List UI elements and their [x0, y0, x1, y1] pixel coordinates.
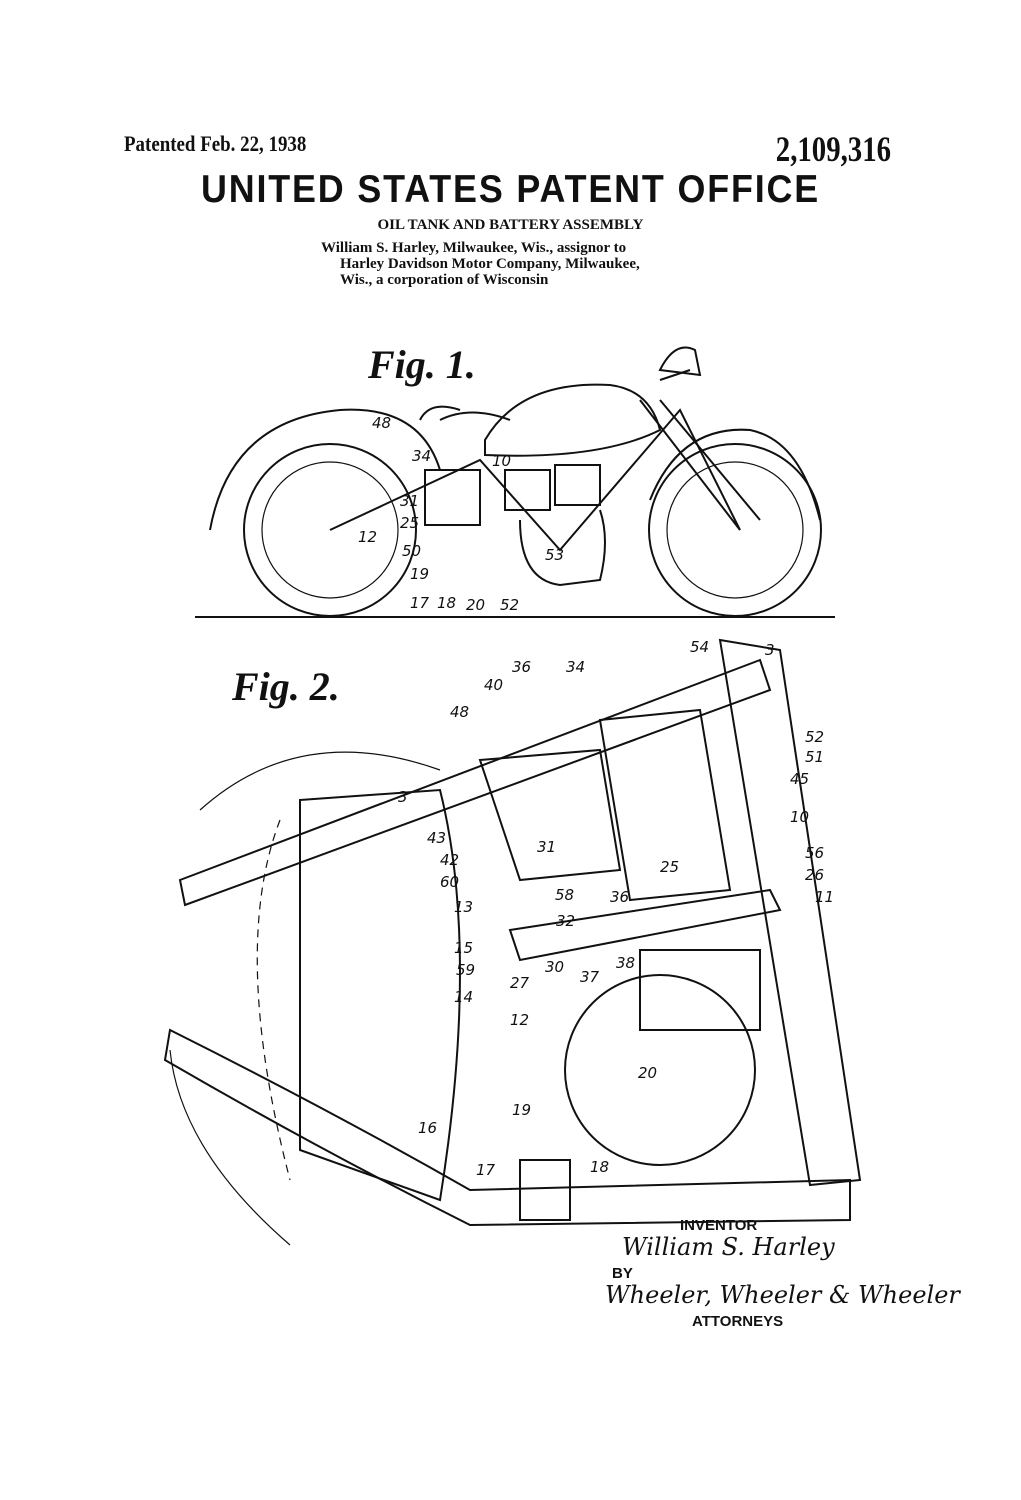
signature-block: INVENTOR William S. Harley BY Wheeler, W…	[605, 1217, 961, 1330]
inventor-signature: William S. Harley	[622, 1233, 835, 1261]
ref-numeral: 16	[418, 1119, 437, 1137]
ref-numeral: 10	[492, 452, 511, 470]
ref-numeral: 25	[660, 858, 679, 876]
figure-2: Fig. 2. 36 34 54 3 40 48 52 51 45 3 10 5…	[163, 638, 862, 1246]
ref-numeral: 17	[476, 1161, 496, 1179]
by-label: BY	[612, 1265, 633, 1282]
assignment-line: William S. Harley, Milwaukee, Wis., assi…	[321, 240, 627, 256]
frame	[329, 408, 741, 552]
top-frame-tube	[178, 658, 772, 907]
ref-numeral: 27	[510, 974, 530, 992]
mounting-bolt	[519, 1159, 571, 1221]
ref-numeral: 20	[638, 1064, 657, 1082]
fig1-reference-numerals: 48 34 10 31 25 12 50 19 53 17 18 20 52	[358, 414, 564, 614]
battery-box	[478, 748, 622, 882]
ref-numeral: 40	[484, 676, 503, 694]
ref-numeral: 17	[410, 594, 430, 612]
ref-numeral: 12	[510, 1011, 529, 1029]
ref-numeral: 10	[790, 808, 809, 826]
ref-numeral: 54	[690, 638, 709, 656]
ref-numeral: 13	[454, 898, 473, 916]
ref-numeral: 11	[815, 888, 834, 906]
office-heading: UNITED STATES PATENT OFFICE	[200, 168, 821, 211]
ref-numeral: 30	[545, 958, 564, 976]
generator-housing	[564, 974, 756, 1166]
ref-numeral: 34	[566, 658, 585, 676]
ref-numeral: 32	[556, 912, 575, 930]
ref-numeral: 37	[580, 968, 600, 986]
oil-tank-body	[598, 708, 732, 902]
cylinder-front	[504, 469, 551, 511]
lower-frame-tube	[163, 1028, 851, 1227]
ref-numeral: 15	[454, 939, 473, 957]
assignment-text: William S. Harley, Milwaukee, Wis., assi…	[321, 240, 640, 288]
ref-numeral: 19	[512, 1101, 531, 1119]
fuel-tank	[484, 383, 662, 457]
ref-numeral: 56	[805, 844, 824, 862]
ref-numeral: 3	[765, 641, 775, 659]
ref-numeral: 36	[512, 658, 531, 676]
inventor-label: INVENTOR	[680, 1217, 757, 1234]
attorneys-signature: Wheeler, Wheeler & Wheeler	[605, 1281, 961, 1309]
ref-numeral: 14	[454, 988, 473, 1006]
ref-numeral: 3	[398, 788, 408, 806]
tank-base	[508, 888, 782, 962]
fork	[639, 369, 761, 531]
ref-numeral: 48	[450, 703, 469, 721]
ref-numeral: 42	[440, 851, 459, 869]
ref-numeral: 25	[400, 514, 419, 532]
oil-tank-section	[299, 788, 461, 1202]
ref-numeral: 38	[616, 954, 635, 972]
ref-numeral: 12	[358, 528, 377, 546]
generator	[639, 949, 761, 1031]
ref-numeral: 51	[805, 748, 824, 766]
ref-numeral: 34	[412, 447, 431, 465]
ref-numeral: 31	[400, 492, 419, 510]
oil-tank	[424, 469, 481, 526]
ref-numeral: 36	[610, 888, 629, 906]
patent-date: Patented Feb. 22, 1938	[124, 131, 307, 156]
ref-numeral: 59	[456, 961, 475, 979]
ref-numeral: 60	[440, 873, 459, 891]
patent-title: OIL TANK AND BATTERY ASSEMBLY	[377, 217, 644, 233]
front-wheel	[648, 443, 822, 617]
cylinder-rear	[554, 464, 601, 506]
front-fender	[649, 428, 821, 521]
ref-numeral: 26	[805, 866, 824, 884]
ref-numeral: 52	[500, 596, 519, 614]
ref-numeral: 50	[402, 542, 421, 560]
ref-numeral: 19	[410, 565, 429, 583]
figure-1-label: Fig. 1.	[367, 342, 476, 387]
rear-wheel	[243, 443, 417, 617]
assignment-line: Harley Davidson Motor Company, Milwaukee…	[340, 256, 640, 272]
rear-fender	[209, 408, 441, 531]
down-tube	[718, 638, 862, 1187]
ref-numeral: 20	[466, 596, 485, 614]
assignment-line: Wis., a corporation of Wisconsin	[340, 272, 549, 288]
ref-numeral: 53	[545, 546, 564, 564]
ref-numeral: 45	[790, 770, 809, 788]
fig2-reference-numerals: 36 34 54 3 40 48 52 51 45 3 10 56 26 11 …	[398, 638, 834, 1179]
ref-numeral: 58	[555, 886, 574, 904]
attorneys-label: ATTORNEYS	[692, 1313, 783, 1330]
ref-numeral: 31	[537, 838, 556, 856]
figure-1: Fig. 1. 48 34 10 31 25 12 50 19 53 17 18…	[195, 342, 835, 618]
patent-number: 2,109,316	[775, 129, 891, 169]
engine-case	[519, 509, 606, 587]
ref-numeral: 18	[437, 594, 456, 612]
wheel-outline	[169, 751, 441, 1246]
ref-numeral: 18	[590, 1158, 609, 1176]
ref-numeral: 48	[372, 414, 391, 432]
headlamp	[658, 346, 702, 377]
figure-2-label: Fig. 2.	[231, 664, 340, 709]
ref-numeral: 52	[805, 728, 824, 746]
saddle	[419, 405, 511, 421]
ref-numeral: 43	[427, 829, 446, 847]
